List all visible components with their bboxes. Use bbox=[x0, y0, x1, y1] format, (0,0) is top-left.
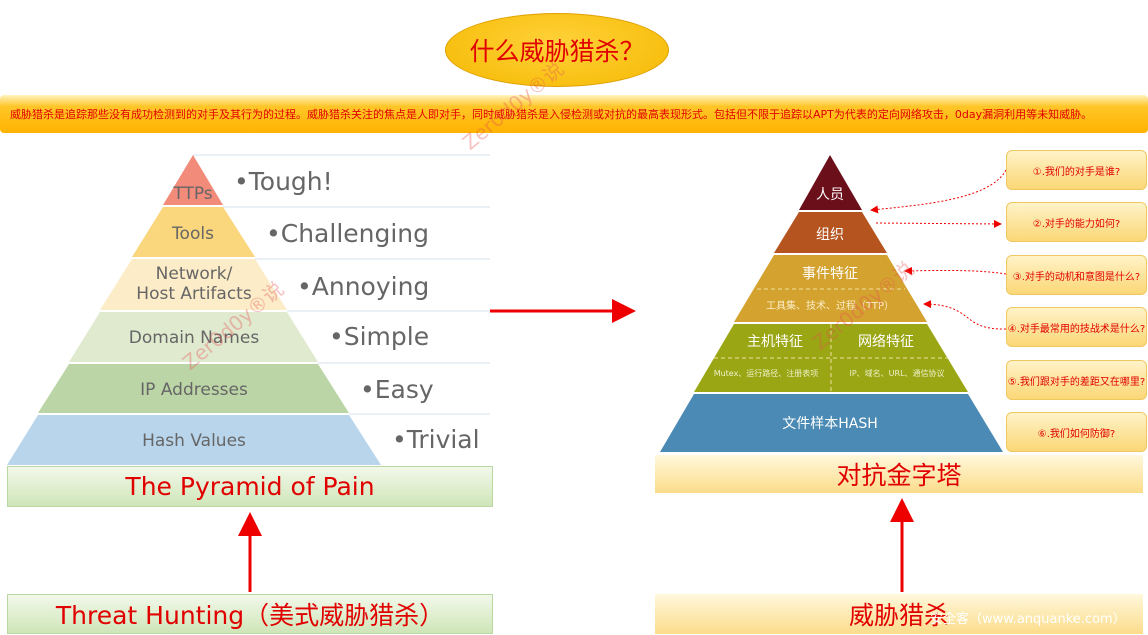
label-network: 网络特征 bbox=[858, 334, 914, 350]
label-host: 主机特征 bbox=[747, 334, 803, 350]
confrontation-pyramid-caption: 对抗金字塔 bbox=[655, 455, 1143, 493]
question-5: ⑤.我们跟对手的差距又在哪里? bbox=[1006, 360, 1147, 400]
label-ttp: 工具集、技术、过程（TTP） bbox=[765, 301, 895, 312]
label-network: Network/ Host Artifacts bbox=[136, 264, 252, 304]
label-org: 组织 bbox=[816, 227, 844, 243]
label-domain: Domain Names bbox=[128, 328, 260, 348]
pain-annoying: •Annoying bbox=[297, 272, 430, 301]
pain-simple: •Simple bbox=[329, 322, 430, 351]
definition-banner: 威胁猎杀是追踪那些没有成功检测到的对手及其行为的过程。威胁猎杀关注的焦点是人即对… bbox=[0, 95, 1148, 133]
label-tools: Tools bbox=[172, 224, 214, 244]
label-hash: Hash Values bbox=[142, 431, 246, 451]
layer-tools bbox=[132, 207, 255, 257]
layer-ip bbox=[38, 364, 349, 413]
pain-challenging: •Challenging bbox=[266, 219, 430, 248]
layer-ttps bbox=[163, 155, 223, 205]
question-2: ②.对手的能力如何? bbox=[1006, 202, 1147, 242]
site-watermark: 安全客（www.anquanke.com） bbox=[930, 612, 1126, 627]
label-ip: IP Addresses bbox=[140, 380, 248, 400]
question-3: ③.对手的动机和意图是什么? bbox=[1006, 255, 1147, 295]
threat-hunting-caption: Threat Hunting（美式威胁猎杀） bbox=[7, 594, 493, 634]
pyramid-of-pain-caption: The Pyramid of Pain bbox=[7, 466, 493, 507]
label-network-detail: IP、域名、URL、通信协议 bbox=[849, 369, 945, 378]
layer-host-network bbox=[694, 324, 968, 392]
layer-org bbox=[774, 212, 887, 253]
question-4: ④.对手最常用的技战术是什么? bbox=[1006, 307, 1147, 347]
label-host-detail: Mutex、运行路径、注册表项 bbox=[713, 369, 819, 378]
pain-tough: •Tough! bbox=[234, 167, 333, 196]
label-ttps: TTPs bbox=[173, 184, 213, 204]
layer-network bbox=[100, 259, 287, 310]
question-1: ①.我们的对手是谁? bbox=[1006, 150, 1147, 190]
label-event: 事件特征 bbox=[802, 266, 858, 282]
layer-domain bbox=[69, 312, 318, 362]
layer-hash bbox=[7, 415, 381, 465]
label-file-hash: 文件样本HASH bbox=[782, 416, 878, 432]
pain-easy: •Easy bbox=[360, 375, 434, 404]
label-people: 人员 bbox=[816, 187, 844, 203]
layer-hash-right bbox=[660, 394, 1003, 452]
title-oval: 什么威胁猎杀？ bbox=[445, 13, 669, 87]
question-6: ⑥.我们如何防御? bbox=[1006, 412, 1147, 452]
pain-trivial: •Trivial bbox=[392, 425, 480, 454]
layer-people bbox=[799, 155, 862, 210]
threat-hunting-cn-caption: 威胁猎杀 bbox=[655, 594, 1143, 634]
